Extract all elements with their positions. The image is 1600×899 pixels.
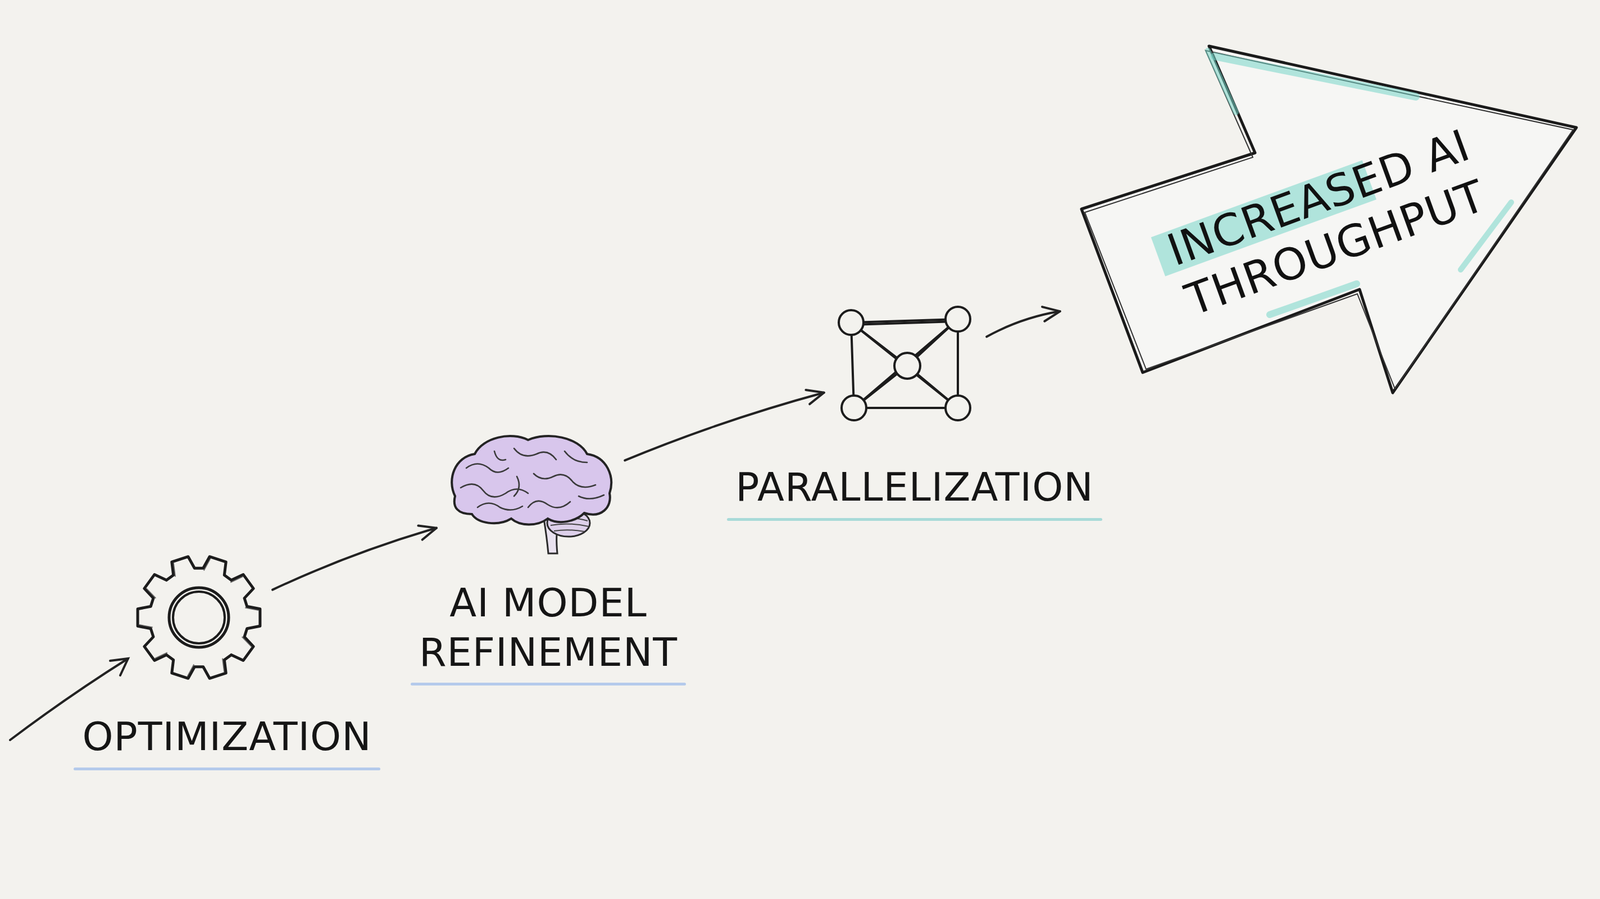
stage-label: PARALLELIZATION (701, 462, 1129, 513)
label-underline (410, 682, 686, 686)
flow-line (272, 528, 437, 590)
icon-node: OPTIMIZATION (132, 551, 266, 684)
flow-line (624, 392, 824, 461)
icon-node: PARALLELIZATION (831, 301, 980, 429)
arrow-outline (1081, 46, 1577, 393)
cerebrum (451, 435, 612, 525)
flow-arrow (624, 389, 824, 461)
brain-icon (443, 428, 618, 557)
network-links (851, 319, 958, 408)
arrowhead (417, 525, 436, 540)
flow-line (986, 311, 1061, 337)
label-underline (73, 767, 380, 771)
flow-arrow (272, 525, 437, 590)
icon-node: AI MODEL REFINEMENT (443, 428, 618, 557)
gear-outline (137, 556, 261, 679)
arrowhead (805, 389, 824, 404)
network-dots (838, 306, 971, 421)
arrow-node: INCREASED AI THROUGHPUT (1067, 33, 1585, 405)
brain-folds (460, 448, 604, 511)
stage-label: AI MODEL REFINEMENT (402, 578, 695, 677)
network-icon (831, 301, 980, 429)
flow-arrow (986, 306, 1061, 337)
stage-label: OPTIMIZATION (47, 712, 407, 762)
arrow-sketch-line (1084, 50, 1574, 389)
gear-ring (169, 587, 229, 648)
gear-sketch (139, 558, 259, 677)
gear-icon (132, 551, 266, 684)
label-underline (726, 517, 1102, 521)
gear-ring-inner (173, 591, 225, 644)
marker-stroke (1207, 50, 1236, 113)
marker-stroke (1214, 56, 1416, 97)
arrowhead (1042, 306, 1061, 322)
